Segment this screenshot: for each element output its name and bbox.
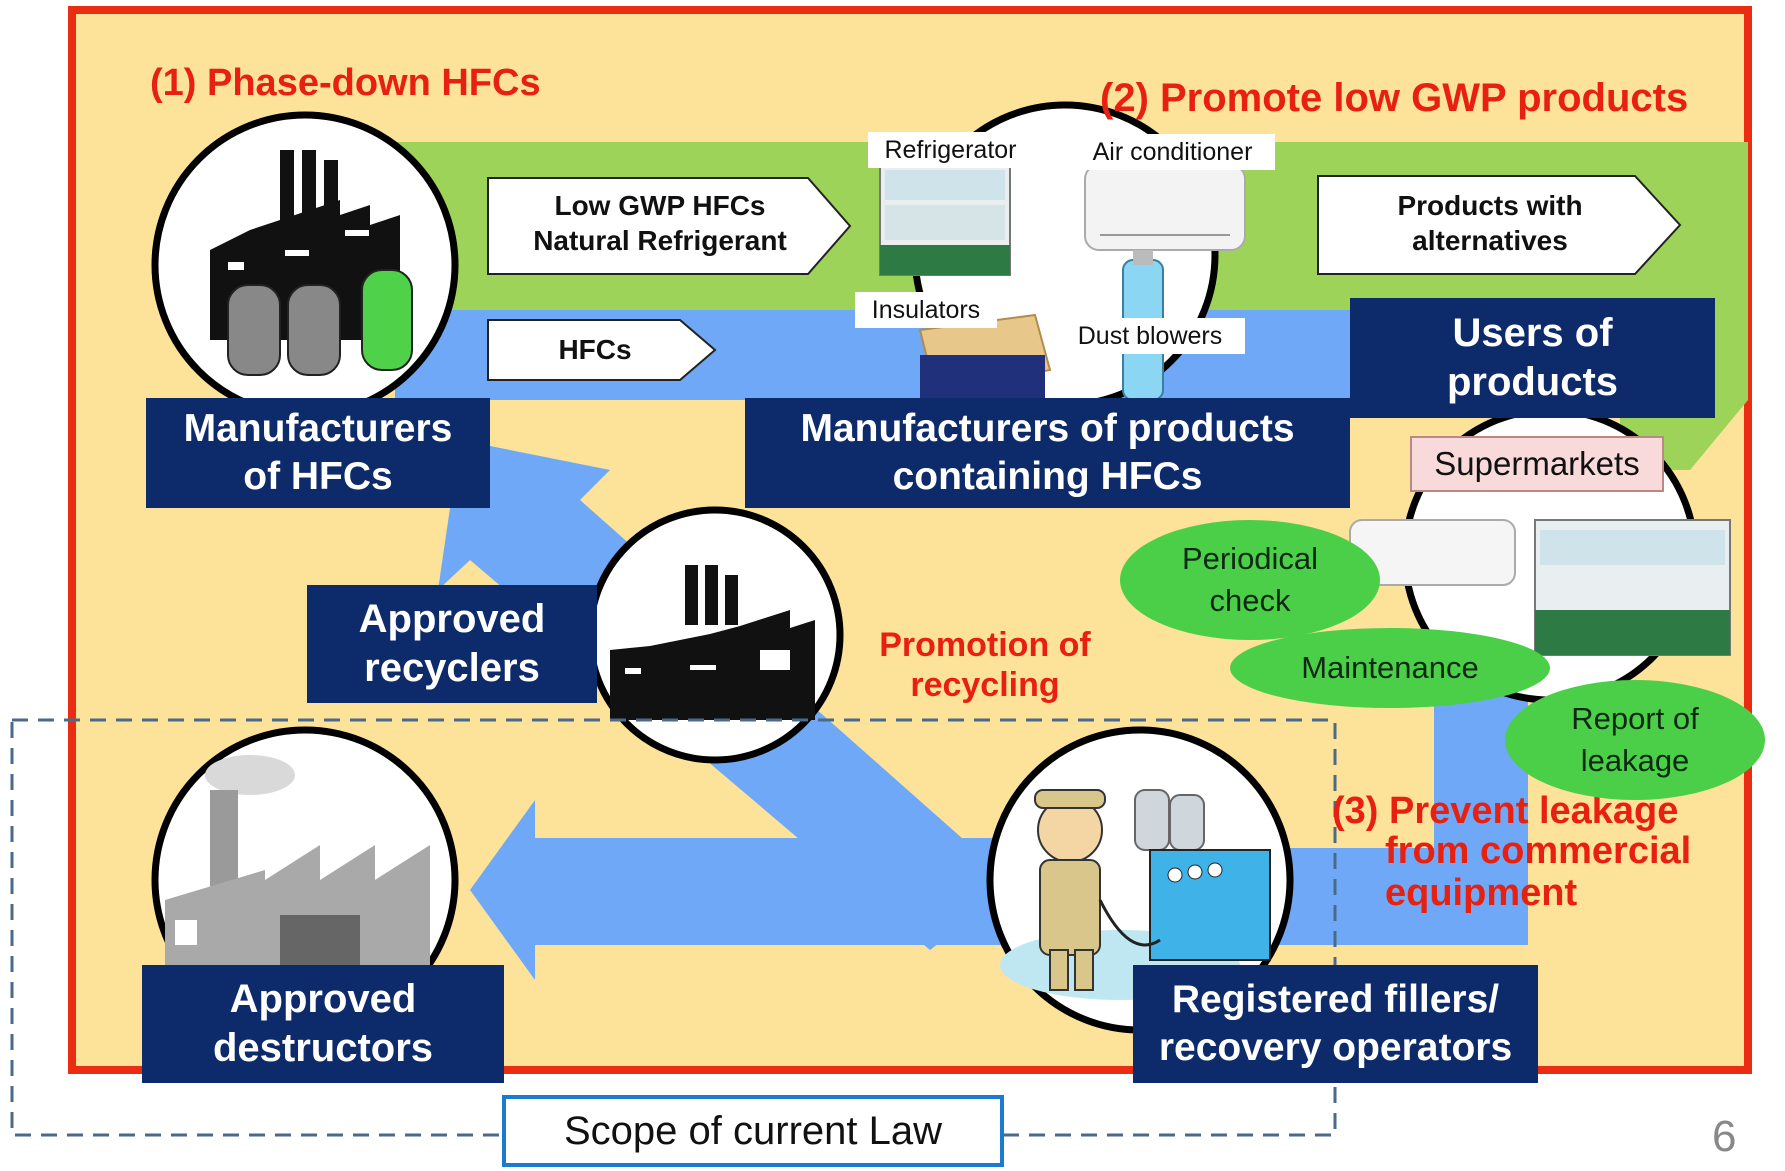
scope-boundary <box>10 718 1337 1137</box>
destructors-line1: Approved <box>229 977 417 1022</box>
destructor-factory-icon <box>165 755 430 1000</box>
manufacturers-products-line2: containing HFCs <box>892 455 1203 498</box>
page-number: 6 <box>1712 1112 1737 1161</box>
report-of-leakage-oval: Report of leakage <box>1505 680 1765 800</box>
products-alt-line1: Products with <box>1397 190 1583 221</box>
low-gwp-arrow-shape <box>487 177 852 275</box>
manufacturers-hfc-box: Manufacturers of HFCs <box>146 398 490 508</box>
manufacturers-products-line1: Manufacturers of products <box>800 407 1295 451</box>
approved-recyclers-box: Approved recyclers <box>307 585 597 703</box>
report-line2: leakage <box>1580 743 1690 778</box>
destructors-line2: destructors <box>212 1026 434 1070</box>
title-prevent-leakage-3: equipment <box>1385 872 1578 914</box>
fillers-recovery-box: Registered fillers/ recovery operators <box>1133 965 1538 1083</box>
recyclers-line2: recyclers <box>364 646 540 690</box>
users-of-products-box: Users of products <box>1350 298 1715 418</box>
supermarket-showcase-image <box>1534 519 1731 656</box>
title-phase-down: (1) Phase-down HFCs <box>150 62 541 104</box>
products-alt-arrow-label: Products with alternatives <box>1330 188 1650 258</box>
hfcs-arrow-shape <box>487 319 717 381</box>
low-gwp-line1: Low GWP HFCs <box>554 190 766 221</box>
supermarkets-label: Supermarkets <box>1410 436 1664 492</box>
products-alt-line2: alternatives <box>1412 225 1568 256</box>
periodical-line2: check <box>1209 583 1291 618</box>
users-line1: Users of <box>1452 311 1613 356</box>
refrigerator-label: Refrigerator <box>868 132 1033 168</box>
hfcs-arrow-label: HFCs <box>558 334 632 365</box>
fillers-line1: Registered fillers/ <box>1171 978 1500 1022</box>
air-conditioner-label: Air conditioner <box>1070 134 1275 170</box>
low-gwp-line2: Natural Refrigerant <box>533 225 787 256</box>
gas-cylinders-icon <box>227 269 413 376</box>
products-alt-arrow-shape <box>1317 175 1682 275</box>
title-prevent-leakage-2: from commercial <box>1385 830 1692 872</box>
insulators-label: Insulators <box>855 292 997 328</box>
recycler-factory-icon <box>610 565 815 720</box>
refrigerator-image <box>879 159 1011 276</box>
promotion-line2: recycling <box>910 666 1060 705</box>
manufacturers-products-box: Manufacturers of products containing HFC… <box>745 398 1350 508</box>
maintenance-oval: Maintenance <box>1230 628 1550 708</box>
insulators-image <box>918 313 1052 400</box>
low-gwp-arrow-label: Low GWP HFCs Natural Refrigerant <box>500 188 820 258</box>
scope-of-current-law-label: Scope of current Law <box>502 1095 1004 1167</box>
fillers-line2: recovery operators <box>1158 1026 1513 1069</box>
approved-destructors-box: Approved destructors <box>142 965 504 1083</box>
report-line1: Report of <box>1571 701 1699 737</box>
manufacturers-hfc-line1: Manufacturers <box>183 407 453 451</box>
users-line2: products <box>1446 360 1619 404</box>
air-conditioner-image <box>1084 164 1246 251</box>
periodical-line1: Periodical <box>1181 541 1319 577</box>
manufacturers-hfc-line2: of HFCs <box>243 455 393 498</box>
dust-blowers-label: Dust blowers <box>1055 318 1245 354</box>
recovery-machine-icon <box>1098 789 1271 961</box>
title-promote-low-gwp: (2) Promote low GWP products <box>1100 76 1689 120</box>
promotion-of-recycling: Promotion of recycling <box>850 625 1120 705</box>
recyclers-line1: Approved <box>358 597 546 642</box>
periodical-check-oval: Periodical check <box>1120 520 1380 640</box>
promotion-line1: Promotion of <box>879 626 1091 664</box>
